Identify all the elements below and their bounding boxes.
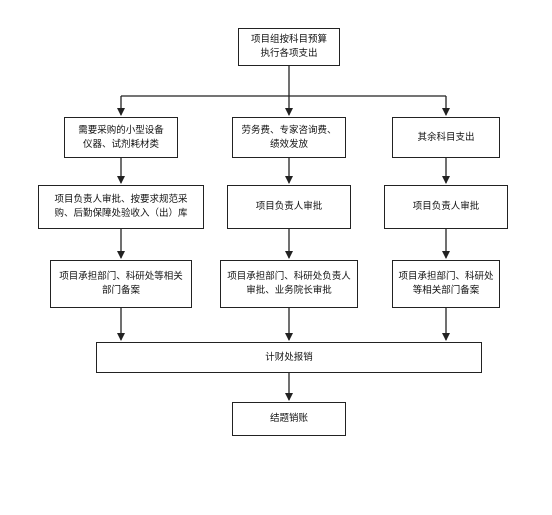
right-category-label: 其余科目支出	[417, 131, 475, 143]
right-category-box: 其余科目支出	[392, 117, 500, 158]
middle-approval-box: 项目负责人审批	[227, 185, 351, 229]
right-approval-box: 项目负责人审批	[384, 185, 508, 229]
left-approval-label: 项目负责人审批、按要求规范采 购、后勤保障处验收入（出）库	[54, 194, 188, 219]
left-category-label: 需要采购的小型设备 仪器、试剂耗材类	[78, 124, 164, 150]
left-approval-box: 项目负责人审批、按要求规范采 购、后勤保障处验收入（出）库	[38, 185, 204, 229]
left-category-box: 需要采购的小型设备 仪器、试剂耗材类	[64, 117, 178, 158]
middle-category-label: 劳务费、专家咨询费、 绩效发放	[241, 124, 337, 150]
right-department-box: 项目承担部门、科研处 等相关部门备案	[392, 260, 500, 308]
left-department-label: 项目承担部门、科研处等相关 部门备案	[59, 271, 183, 296]
middle-category-box: 劳务费、专家咨询费、 绩效发放	[232, 117, 346, 158]
finance-label: 计财处报销	[265, 351, 313, 363]
middle-department-box: 项目承担部门、科研处负责人 审批、业务院长审批	[220, 260, 358, 308]
middle-approval-label: 项目负责人审批	[255, 201, 323, 212]
start-box: 项目组按科目预算 执行各项支出	[238, 28, 340, 66]
end-box: 结题销账	[232, 402, 346, 436]
end-label: 结题销账	[269, 413, 308, 424]
left-department-box: 项目承担部门、科研处等相关 部门备案	[50, 260, 192, 308]
finance-box: 计财处报销	[96, 342, 482, 373]
right-department-label: 项目承担部门、科研处 等相关部门备案	[398, 271, 494, 296]
right-approval-label: 项目负责人审批	[412, 201, 480, 212]
start-label: 项目组按科目预算 执行各项支出	[250, 34, 327, 59]
middle-department-label: 项目承担部门、科研处负责人 审批、业务院长审批	[227, 271, 351, 296]
